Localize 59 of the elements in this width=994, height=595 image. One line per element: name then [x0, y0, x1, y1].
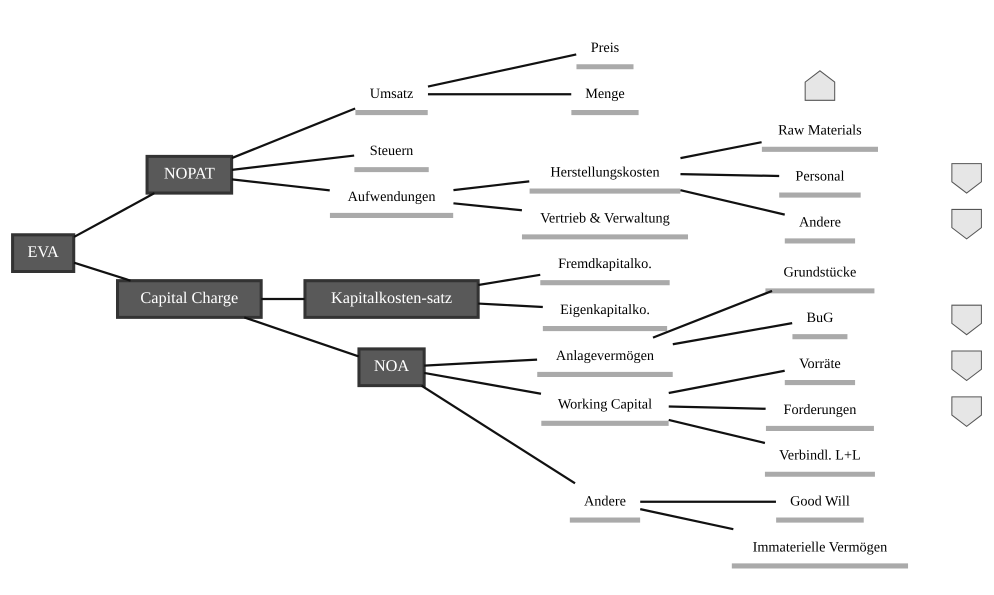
connector	[680, 188, 785, 216]
connector	[231, 106, 356, 159]
connector	[478, 302, 543, 308]
node-box: NOPAT	[146, 154, 234, 194]
connector	[478, 273, 540, 286]
node-text: Preis	[590, 40, 620, 56]
connector	[680, 172, 780, 177]
node-text: Immaterielle Vermögen	[752, 538, 888, 555]
connector	[668, 369, 785, 394]
node-text: Vorräte	[799, 355, 841, 372]
connector	[244, 316, 360, 357]
connector	[424, 371, 542, 394]
node-text: Herstellungskosten	[550, 164, 660, 180]
node-text: Grundstücke	[784, 264, 856, 280]
connector	[668, 404, 766, 410]
node-text: Personal	[795, 168, 844, 184]
node-box: EVA	[11, 232, 76, 273]
connector	[428, 52, 576, 88]
connector	[668, 418, 766, 444]
node-text: Umsatz	[370, 86, 414, 102]
node-text: Working Capital	[558, 396, 652, 412]
node-text: Andere	[584, 493, 626, 510]
node-down-arrow	[951, 208, 982, 240]
node-box: Kapitalkosten-satz	[303, 278, 480, 318]
connector	[232, 154, 354, 170]
connector	[232, 178, 330, 191]
node-down-arrow	[951, 162, 982, 194]
connector	[640, 500, 776, 502]
node-up-arrow	[804, 70, 836, 100]
node-text: Good Will	[790, 493, 850, 510]
node-text: Steuern	[370, 142, 414, 159]
connector	[453, 202, 522, 211]
node-text: Andere	[798, 214, 841, 230]
node-text: Eigenkapitalko.	[560, 301, 650, 318]
node-text: Vertrieb & Verwaltung	[540, 210, 670, 226]
node-box: Capital Charge	[116, 278, 263, 318]
node-box: NOA	[357, 346, 426, 387]
node-text: Forderungen	[784, 401, 856, 418]
connector	[672, 322, 792, 345]
connector	[453, 180, 530, 191]
connector	[428, 92, 572, 95]
connector	[652, 289, 772, 338]
node-text: Aufwendungen	[348, 188, 436, 204]
node-text: Anlagevermögen	[556, 347, 654, 364]
connector	[74, 192, 155, 238]
node-text: BuG	[806, 310, 834, 326]
connector	[640, 508, 734, 530]
node-text: Raw Materials	[778, 122, 862, 138]
node-down-arrow	[951, 350, 982, 381]
node-text: Verbindl. L+L	[779, 447, 861, 464]
node-text: Fremdkapitalko.	[558, 256, 652, 272]
connector	[261, 297, 305, 300]
connector	[420, 384, 576, 484]
connector	[424, 358, 538, 366]
node-text: Menge	[585, 86, 625, 102]
node-down-arrow	[951, 304, 982, 335]
connector	[74, 261, 131, 282]
connector	[680, 140, 762, 159]
node-down-arrow	[951, 396, 982, 426]
